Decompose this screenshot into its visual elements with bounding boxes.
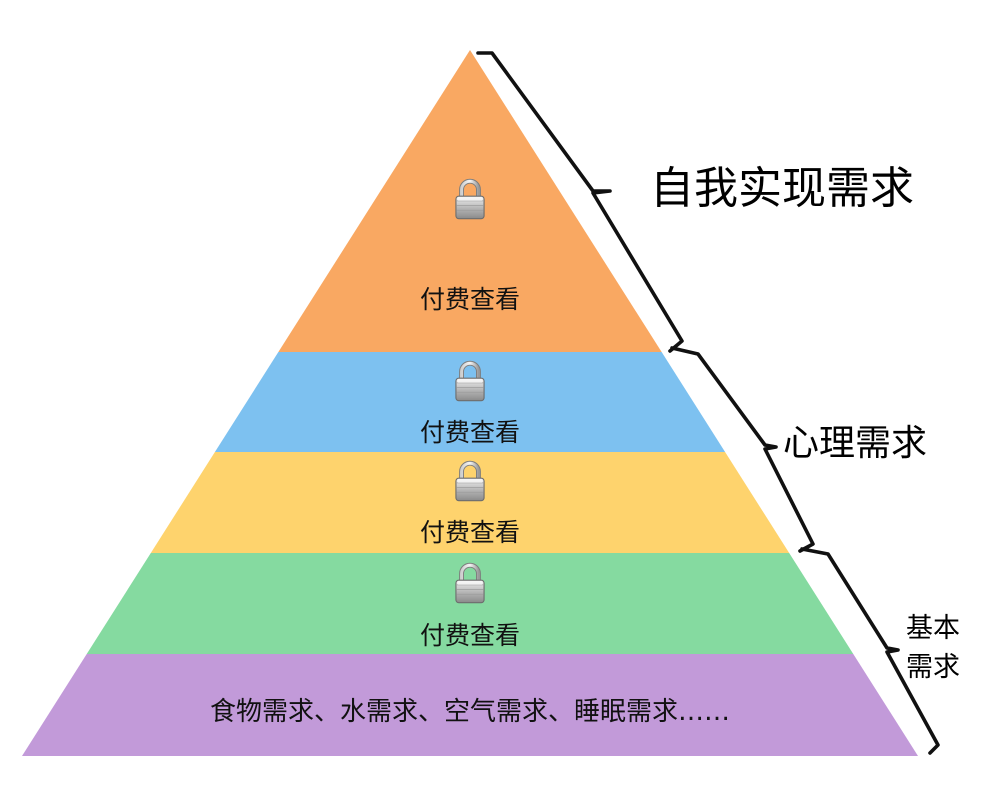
pyramid-layer-2	[214, 352, 726, 452]
bracket-label-psychological: 心理需求	[783, 423, 927, 464]
bracket-basic	[800, 547, 940, 755]
pyramid-layer-3-label: 付费查看	[420, 518, 520, 547]
pyramid-layers: 付费查看付费查看付费查看付费查看食物需求、水需求、空气需求、睡眠需求……	[22, 50, 918, 756]
bracket-label-basic-line1: 基本	[906, 613, 960, 644]
pyramid-layer-4	[86, 553, 854, 654]
bracket-label-basic-line2: 需求	[906, 652, 960, 683]
pyramid-layer-3	[150, 452, 790, 553]
bracket-lines	[476, 51, 940, 755]
pyramid-layer-5-label: 食物需求、水需求、空气需求、睡眠需求……	[210, 697, 730, 727]
bracket-label-self-actualization: 自我实现需求	[650, 163, 914, 214]
pyramid-layer-4-label: 付费查看	[420, 621, 520, 650]
pyramid-layer-2-label: 付费查看	[420, 418, 520, 447]
bracket-self-actualization	[476, 51, 684, 353]
bracket-psychological	[670, 346, 815, 553]
pyramid-layer-5	[22, 654, 918, 756]
pyramid-layer-1-label: 付费查看	[420, 285, 520, 314]
